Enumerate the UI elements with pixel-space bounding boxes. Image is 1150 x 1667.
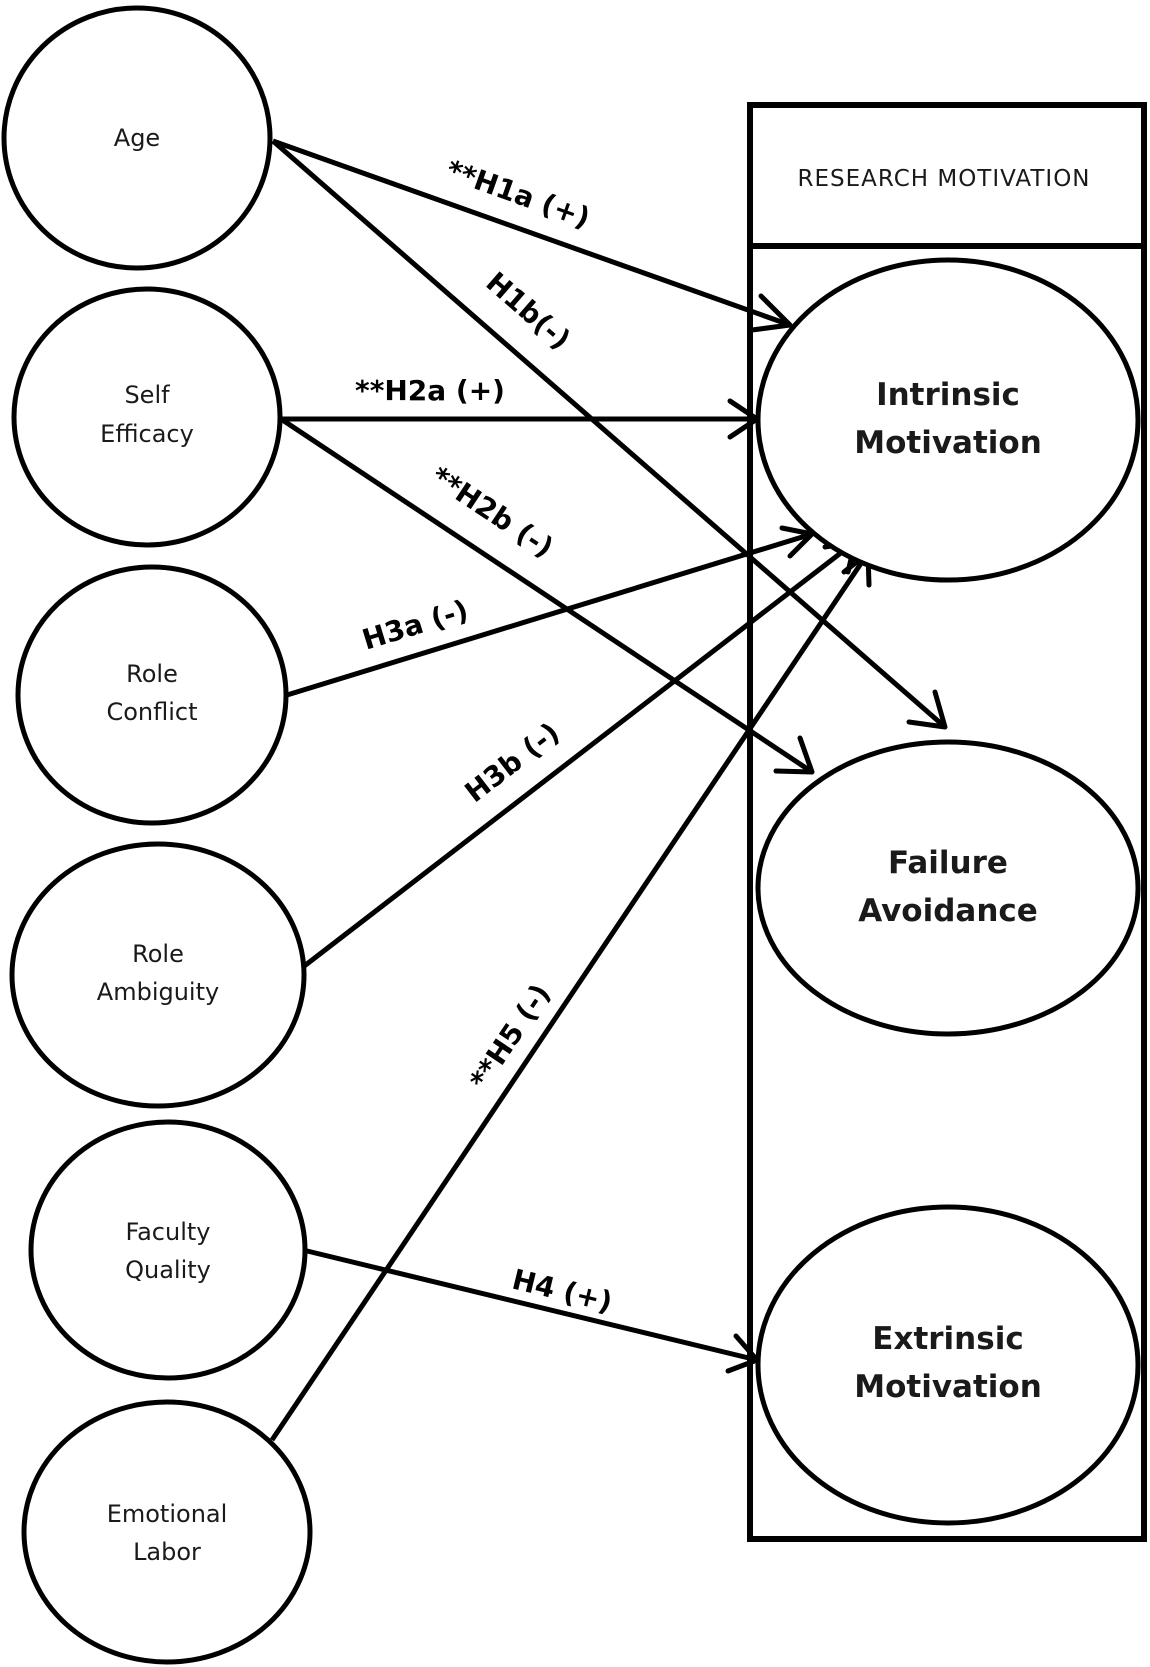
node-ellipse [21,1399,313,1665]
predictor-node-role-ambiguity: Role Ambiguity [9,841,307,1109]
predictor-node-age: Age [1,5,273,271]
edge-label-h1a: **H1a (+) [442,153,594,234]
edge-line [279,416,814,775]
node-ellipse [9,841,307,1109]
predictor-node-faculty-quality: Faculty Quality [28,1119,308,1381]
outcome-node-extrinsic-motivation: Extrinsic Motivation [755,1204,1141,1526]
edge-line [269,551,871,1442]
edge-h2b [279,416,815,775]
box-title: RESEARCH MOTIVATION [797,166,1090,192]
edge-h1b [271,139,948,730]
arrowhead-icon [906,689,948,730]
edge-label-h2b: **H2b (-) [425,460,559,565]
node-label-line-1: Failure [888,845,1008,881]
node-label-line-2: Efficacy [100,420,194,448]
edge-line [302,1247,758,1363]
edge-line [272,138,791,328]
node-label-line-2: Motivation [854,1369,1042,1405]
predictor-node-role-conflict: Role Conflict [15,564,289,826]
node-label-line-2: Quality [125,1256,211,1284]
predictor-node-self-efficacy: Self Efficacy [11,286,283,548]
arrowhead-icon [749,293,793,333]
outcome-node-failure-avoidance: Failure Avoidance [755,739,1141,1037]
edge-label-h3a: H3a (-) [358,593,472,656]
node-ellipse [755,257,1141,583]
edge-h2a [281,398,760,440]
edge-label-h3b: H3b (-) [459,716,566,809]
box-outline [747,102,1147,1542]
node-ellipse [11,286,283,548]
node-ellipse [15,564,289,826]
edge-label-h1b: H1b(-) [480,266,577,357]
node-label-line-1: Intrinsic [876,377,1020,413]
node-ellipse [28,1119,308,1381]
node-label-line-2: Conflict [106,698,197,726]
node-label-line-1: Extrinsic [872,1321,1023,1357]
outcome-node-intrinsic-motivation: Intrinsic Motivation [755,257,1141,583]
hypothesis-paths [269,138,948,1442]
node-label-line-1: Role [132,940,184,968]
node-ellipse [755,739,1141,1037]
edge-h3a [286,525,815,698]
node-label-line-2: Avoidance [858,893,1038,929]
node-label-line-2: Ambiguity [97,978,219,1006]
edge-line [301,540,857,969]
edge-line [271,139,947,729]
edge-line [286,531,813,698]
node-label-line-1: Self [124,381,170,409]
node-label-line-1: Role [126,660,178,688]
research-motivation-box: RESEARCH MOTIVATION [747,102,1147,1542]
node-label-line-1: Emotional [107,1500,228,1528]
node-label-line-2: Labor [133,1538,201,1566]
arrowhead-icon [773,735,815,775]
node-ellipse [755,1204,1141,1526]
node-label-line-2: Motivation [854,425,1042,461]
edge-h1a [272,138,793,333]
node-label-line-1: Faculty [126,1218,211,1246]
node-label: Age [114,124,160,152]
edge-label-h2a: **H2a (+) [355,374,505,407]
predictor-node-emotional-labor: Emotional Labor [21,1399,313,1665]
node-ellipse [1,5,273,271]
